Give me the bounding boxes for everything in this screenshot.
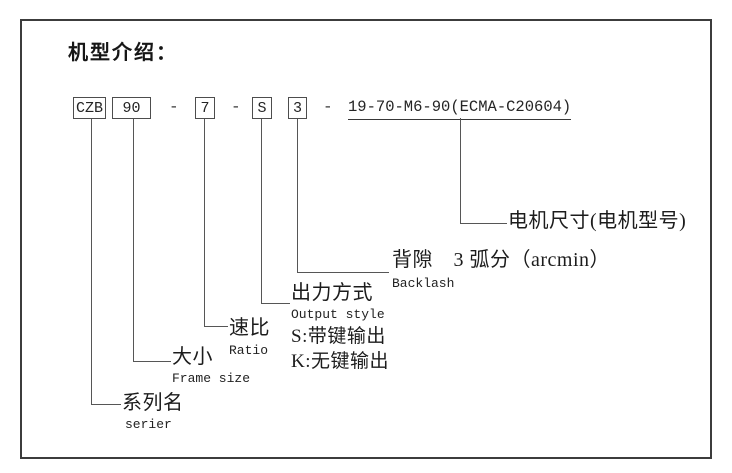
output-option-s: S:带键输出 [291, 326, 386, 347]
code-box-series: CZB [73, 97, 106, 119]
code-box-output: S [252, 97, 272, 119]
ratio-label-en: Ratio [229, 343, 269, 358]
code-dash-1: - [169, 98, 179, 116]
series-label-en: serier [125, 417, 172, 432]
output-style-label-en: Output style [291, 307, 385, 322]
code-dash-3: - [323, 98, 333, 116]
connector-output-line [261, 119, 290, 304]
series-label: 系列名 [122, 392, 184, 414]
motor-size-label: 电机尺寸(电机型号) [508, 210, 687, 232]
connector-frame-line [133, 119, 171, 362]
output-option-k: K:无键输出 [291, 351, 390, 372]
backlash-label: 背隙 3 弧分（arcmin） [392, 249, 611, 271]
code-box-ratio: 7 [195, 97, 215, 119]
diagram-border [20, 19, 712, 459]
connector-motor-line [460, 118, 507, 224]
connector-series-line [91, 119, 121, 405]
backlash-label-en: Backlash [392, 276, 455, 291]
connector-ratio-line [204, 119, 228, 327]
frame-size-label: 大小 [172, 346, 213, 368]
ratio-label: 速比 [229, 317, 270, 339]
code-box-frame: 90 [112, 97, 151, 119]
frame-size-label-en: Frame size [172, 371, 251, 386]
code-box-backlash: 3 [288, 97, 307, 119]
output-style-label: 出力方式 [291, 282, 373, 304]
motor-code-text: 19-70-M6-90(ECMA-C20604) [348, 97, 572, 120]
connector-backlash-line [297, 119, 389, 273]
diagram-title: 机型介绍： [68, 42, 178, 64]
code-dash-2: - [231, 98, 241, 116]
